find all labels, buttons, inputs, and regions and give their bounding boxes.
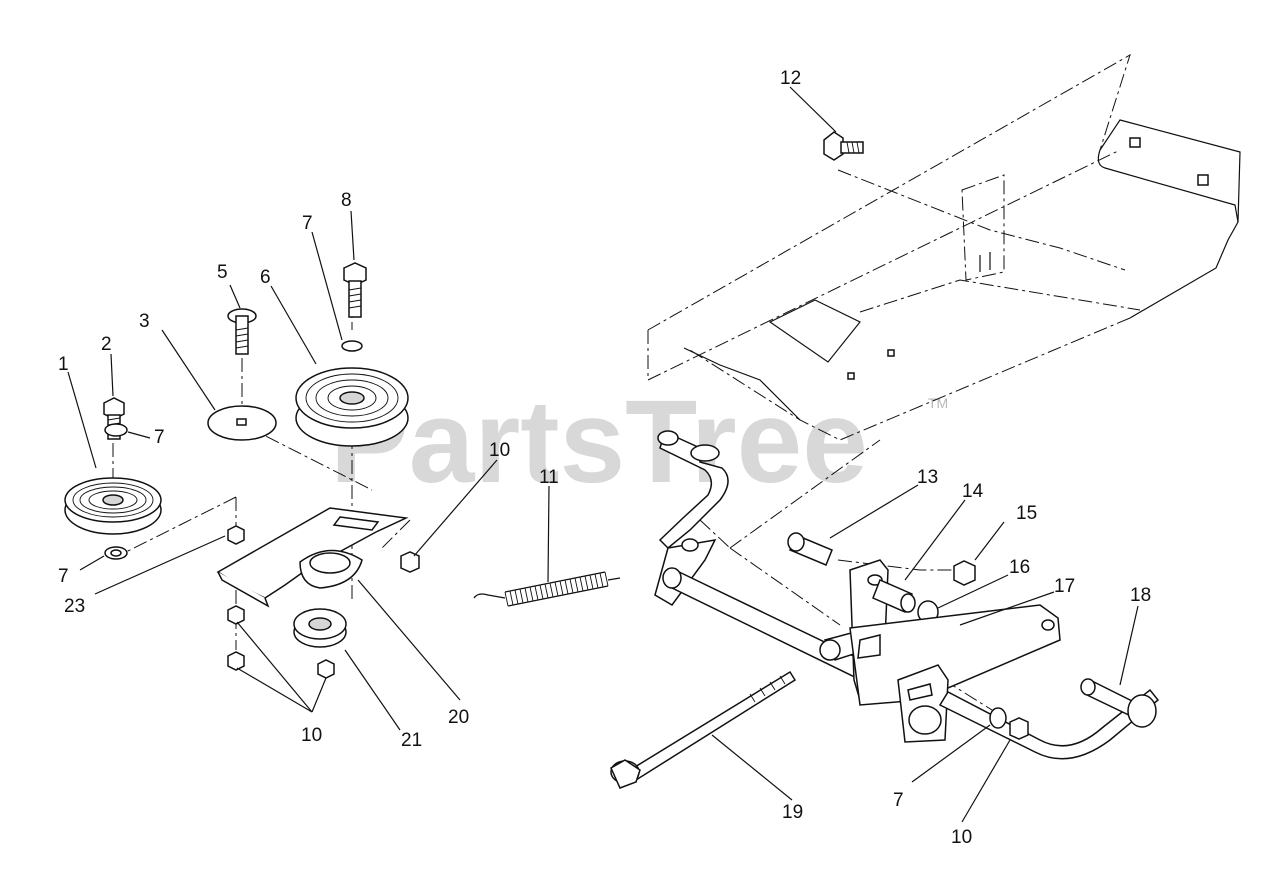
leader-lines	[67, 86, 1139, 823]
callout-10-top: 10	[489, 440, 510, 461]
nut-bottom-right	[1009, 717, 1029, 740]
callout-17: 17	[1054, 576, 1075, 597]
callout-11: 11	[539, 467, 559, 488]
screw-12	[823, 131, 864, 161]
callout-7-left-lower: 7	[58, 566, 69, 587]
callout-7-bottom-right: 7	[893, 790, 904, 811]
spacer-tube	[872, 578, 916, 614]
carriage-bolt	[227, 308, 257, 355]
watermark: PartsTree TM	[330, 376, 948, 508]
tension-spring	[473, 571, 621, 607]
callout-20: 20	[448, 707, 469, 728]
watermark-text: PartsTree	[330, 376, 868, 508]
bushing-tube-end	[819, 639, 841, 661]
nuts-left	[227, 525, 420, 679]
washer-bottom-right	[989, 707, 1007, 729]
callout-8: 8	[341, 190, 352, 211]
flat-washer-large	[207, 405, 277, 441]
brake-rod	[610, 670, 797, 789]
pulley-large	[295, 367, 409, 447]
callout-16: 16	[1009, 557, 1030, 578]
bushing	[293, 608, 347, 648]
callout-7-left-upper: 7	[154, 427, 165, 448]
callout-23: 23	[64, 596, 85, 617]
clevis-pin	[787, 532, 833, 566]
bolt-hex-large	[343, 262, 367, 318]
callout-15: 15	[1016, 503, 1037, 524]
pivot-block	[897, 664, 949, 743]
callout-21: 21	[401, 730, 422, 751]
pedal-arm	[654, 430, 729, 606]
callout-19: 19	[782, 802, 803, 823]
callout-12: 12	[780, 68, 801, 89]
pedal-bar	[938, 678, 1160, 760]
callout-13: 13	[917, 467, 938, 488]
nut-15	[953, 560, 976, 586]
callout-labels: 1 2 3 5 6 7 8 7 7 23 10 11 10 21 20 12 1…	[58, 68, 1151, 848]
callout-1: 1	[58, 354, 69, 375]
deck-plate	[647, 53, 1241, 441]
callout-10-bottom-left: 10	[301, 725, 322, 746]
callout-5: 5	[217, 262, 228, 283]
washer-upper-left	[104, 423, 128, 437]
callout-18: 18	[1130, 585, 1151, 606]
pulley-small	[64, 477, 162, 535]
watermark-trademark: TM	[928, 395, 948, 411]
callout-3: 3	[139, 311, 150, 332]
callout-10-bottom-right: 10	[951, 827, 972, 848]
washer-upper-right	[341, 340, 363, 352]
washer-lower-left-hole	[110, 549, 122, 557]
callout-2: 2	[101, 334, 112, 355]
idler-bracket	[216, 507, 409, 608]
callout-7-top: 7	[302, 213, 313, 234]
callout-6: 6	[260, 267, 271, 288]
callout-14: 14	[962, 481, 984, 502]
